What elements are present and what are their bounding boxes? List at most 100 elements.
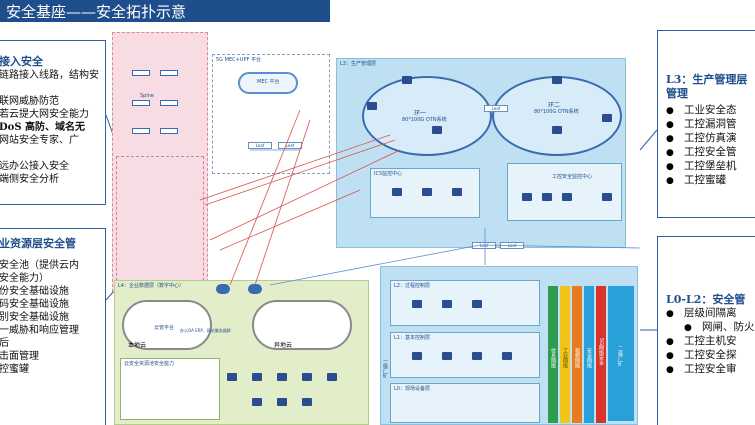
server-device bbox=[472, 352, 482, 360]
leaf-switch: Leaf bbox=[248, 142, 272, 149]
network-bar-info bbox=[548, 286, 558, 423]
leaf-switch: Leaf bbox=[484, 105, 508, 112]
server-device bbox=[552, 76, 562, 84]
mec-cloud bbox=[238, 72, 298, 94]
ics-security-zone bbox=[507, 163, 622, 221]
l2-label: L2：过程控制层 bbox=[394, 283, 430, 289]
left-panel-top-line: 网站安全专家、广 bbox=[0, 135, 79, 146]
cloud-security-zone bbox=[120, 358, 220, 420]
topology-diagram: Spine 5G MEC+UPF 平台 MEC 平台 L3：生产管理层 环一 8… bbox=[112, 28, 647, 425]
left-panel-bottom-line: 份安全基础设施 bbox=[0, 286, 69, 297]
spine-switch bbox=[160, 128, 178, 134]
left-panel-bottom-line: 别安全基础设施 bbox=[0, 312, 69, 323]
core-router bbox=[248, 284, 262, 294]
server-device bbox=[392, 188, 402, 196]
list-item: 工控安全探 bbox=[666, 349, 755, 363]
spine-switch bbox=[132, 70, 150, 76]
server-device bbox=[502, 352, 512, 360]
network-bar-label: 信息网络 bbox=[550, 348, 556, 368]
server-device bbox=[562, 193, 572, 201]
ring-one-sub: 80*100G OTN系统 bbox=[402, 117, 447, 123]
server-device bbox=[412, 300, 422, 308]
server-device bbox=[552, 126, 562, 134]
server-device bbox=[442, 300, 452, 308]
list-item: 层级间隔离 bbox=[666, 307, 755, 321]
left-panel-bottom-line: 一威胁和响应管理 bbox=[0, 325, 79, 336]
mec-cloud-label: MEC 平台 bbox=[257, 79, 280, 85]
server-device bbox=[402, 76, 412, 84]
list-item: 网闸、防火 bbox=[666, 321, 755, 335]
spine-switch bbox=[132, 128, 150, 134]
spine-switch bbox=[160, 100, 178, 106]
network-bar-label: 视频网络 bbox=[574, 348, 580, 368]
spine-label: Spine bbox=[140, 93, 154, 99]
left-panel-bottom-line: 击面管理 bbox=[0, 351, 39, 362]
ring-one bbox=[362, 76, 492, 156]
server-device bbox=[442, 352, 452, 360]
network-bar-label: 5G网络安全 bbox=[598, 338, 604, 366]
left-panel-bottom-line: 码安全基础设施 bbox=[0, 299, 69, 310]
list-item: 工控仿真演 bbox=[666, 132, 755, 146]
right-panel-l3-security: L3：生产管理层 管理 工业安全态 工控漏洞管 工控仿真演 工控安全管 工控堡垒… bbox=[657, 30, 755, 218]
server-device bbox=[227, 373, 237, 381]
server-device bbox=[602, 193, 612, 201]
server-device bbox=[522, 193, 532, 201]
right-panel-top-list: 工业安全态 工控漏洞管 工控仿真演 工控安全管 工控堡垒机 工控蜜罐 bbox=[666, 104, 755, 188]
connector-line bbox=[639, 129, 658, 151]
server-device bbox=[252, 373, 262, 381]
local-cloud bbox=[122, 300, 212, 350]
server-device bbox=[277, 373, 287, 381]
right-panel-bottom-list: 层级间隔离 网闸、防火 工控主机安 工控安全探 工控安全审 bbox=[666, 307, 755, 377]
server-device bbox=[432, 126, 442, 134]
list-item: 工控主机安 bbox=[666, 335, 755, 349]
page-title: 安全基座——安全拓扑示意 bbox=[6, 3, 187, 21]
spine-switch bbox=[132, 100, 150, 106]
list-item: 工控安全管 bbox=[666, 146, 755, 160]
remote-cloud-label: 异地云 bbox=[274, 342, 293, 349]
left-panel-top-line: 链路接入线路，结构安 bbox=[0, 70, 99, 81]
ics-security-label: 工控安全监控中心 bbox=[552, 174, 593, 180]
network-bar-security bbox=[584, 286, 594, 423]
local-cloud-label: 本地云 bbox=[128, 342, 147, 349]
left-panel-top-line: 联网威胁防范 bbox=[0, 96, 59, 107]
server-device bbox=[277, 398, 287, 406]
core-router bbox=[216, 284, 230, 294]
l3-label: L3：生产管理层 bbox=[340, 61, 376, 67]
network-bar-video bbox=[572, 286, 582, 423]
left-panel-bottom-line: 安全能力） bbox=[0, 273, 49, 284]
right-panel-l0-l2-security: L0-L2：安全管 层级间隔离 网闸、防火 工控主机安 工控安全探 工控安全审 bbox=[657, 236, 755, 425]
network-bar-industrial bbox=[560, 286, 570, 423]
ring-one-label: 环一 bbox=[414, 110, 427, 117]
server-device bbox=[602, 114, 612, 122]
left-panel-top-heading: 接入安全 bbox=[0, 55, 43, 68]
list-item: 工控安全审 bbox=[666, 363, 755, 377]
l4-label: L4：企业数据层（数字中心） bbox=[118, 283, 184, 289]
site-label-left: 一级厂矿 bbox=[382, 358, 388, 378]
site-right-box bbox=[608, 286, 634, 421]
site-label-right: 二级厂矿 bbox=[617, 346, 623, 366]
spine-switch bbox=[160, 70, 178, 76]
l1-label: L1：基本控制层 bbox=[394, 335, 430, 341]
server-device bbox=[422, 188, 432, 196]
server-device bbox=[412, 352, 422, 360]
ics-label: ICS监控中心 bbox=[374, 171, 403, 177]
list-item: 工控漏洞管 bbox=[666, 118, 755, 132]
left-panel-top-line: 远办公接入安全 bbox=[0, 161, 69, 172]
list-item: 工控堡垒机 bbox=[666, 160, 755, 174]
ring-two-label: 环二 bbox=[548, 102, 561, 109]
left-panel-resource-security: 业资源层安全管 安全池（提供云内 安全能力） 份安全基础设施 码安全基础设施 别… bbox=[0, 228, 106, 425]
server-device bbox=[302, 398, 312, 406]
list-item: 工控蜜罐 bbox=[666, 174, 755, 188]
left-panel-bottom-line: 安全池（提供云内 bbox=[0, 260, 79, 271]
mec-label: 5G MEC+UPF 平台 bbox=[216, 57, 261, 63]
left-panel-top-line: 端侧安全分析 bbox=[0, 174, 59, 185]
server-device bbox=[472, 300, 482, 308]
left-panel-bottom-heading: 业资源层安全管 bbox=[0, 237, 76, 250]
right-panel-bottom-heading: L0-L2：安全管 bbox=[666, 293, 746, 306]
left-panel-top-line: 若云提大网安全能力 bbox=[0, 109, 89, 120]
l0-zone bbox=[390, 383, 540, 423]
remote-cloud bbox=[252, 300, 352, 350]
cloud-security-label: 云安全资源池安全能力 bbox=[124, 361, 175, 367]
network-bar-5g bbox=[596, 286, 606, 423]
